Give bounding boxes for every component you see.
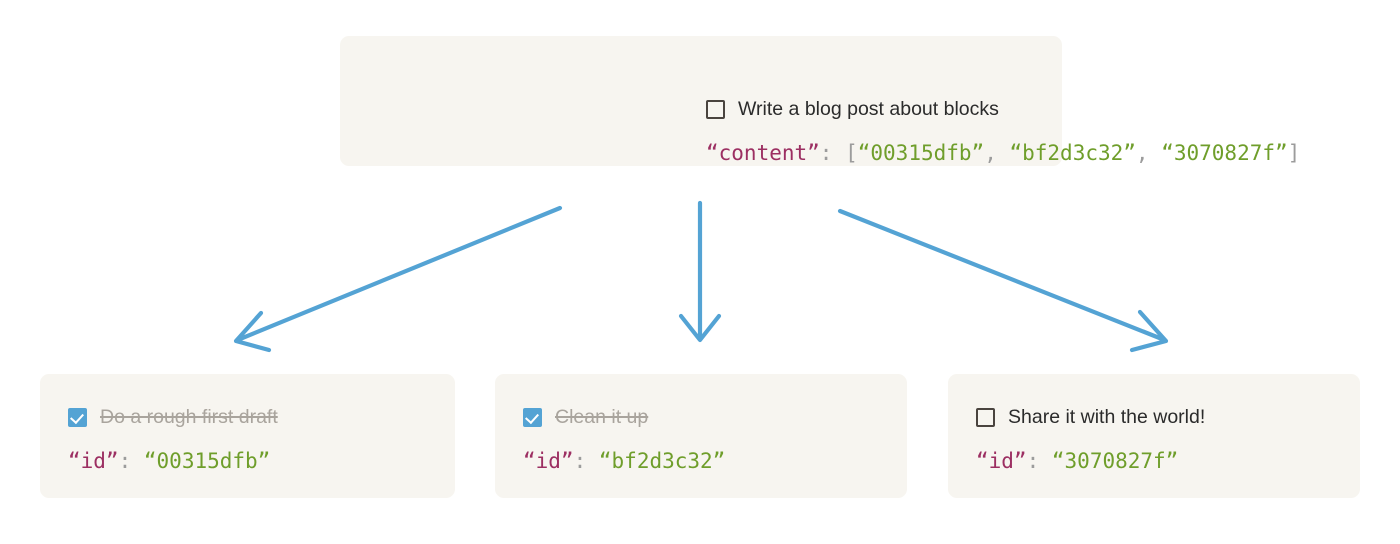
parent-block-card[interactable]: Write a blog post about blocks “content”… bbox=[340, 36, 1300, 166]
json-value-2: “3070827f” bbox=[1161, 141, 1288, 165]
checkbox-empty-icon[interactable] bbox=[976, 408, 995, 428]
parent-task-row[interactable]: Write a blog post about blocks bbox=[706, 98, 999, 120]
json-space bbox=[1039, 449, 1052, 473]
arrow-to-child-2 bbox=[678, 200, 722, 343]
json-separator-1: , bbox=[1135, 141, 1162, 165]
json-key: “id” bbox=[976, 449, 1027, 473]
child-block-card[interactable]: Share it with the world! “id”: “3070827f… bbox=[948, 374, 1360, 498]
json-separator-0: , bbox=[984, 141, 1010, 165]
json-colon: : bbox=[1026, 449, 1040, 473]
arrow-to-child-1 bbox=[233, 205, 563, 353]
checkbox-checked-icon[interactable] bbox=[523, 408, 542, 428]
json-key: “id” bbox=[68, 449, 119, 473]
child-block-card[interactable]: Do a rough first draft “id”: “00315dfb” bbox=[40, 374, 455, 498]
parent-task-label: Write a blog post about blocks bbox=[738, 98, 999, 120]
checkbox-checked-icon[interactable] bbox=[68, 408, 87, 428]
child-task-row[interactable]: Clean it up bbox=[523, 406, 649, 428]
json-value-0: “00315dfb” bbox=[857, 141, 985, 165]
child-task-row[interactable]: Share it with the world! bbox=[976, 406, 1206, 428]
child-json-line: “id”: “bf2d3c32” bbox=[523, 451, 725, 472]
json-value: “3070827f” bbox=[1051, 449, 1179, 473]
arrow-to-child-3 bbox=[837, 208, 1169, 353]
child-task-label: Share it with the world! bbox=[1008, 406, 1206, 428]
json-key: “id” bbox=[523, 449, 574, 473]
child-task-label: Clean it up bbox=[555, 406, 649, 428]
json-value: “bf2d3c32” bbox=[598, 449, 726, 473]
child-task-row[interactable]: Do a rough first draft bbox=[68, 406, 278, 428]
child-json-line: “id”: “00315dfb” bbox=[68, 451, 270, 472]
json-value: “00315dfb” bbox=[143, 449, 271, 473]
json-space bbox=[131, 449, 144, 473]
child-json-line: “id”: “3070827f” bbox=[976, 451, 1178, 472]
json-colon: : bbox=[819, 141, 833, 165]
json-value-1: “bf2d3c32” bbox=[1009, 141, 1136, 165]
json-close-bracket: ] bbox=[1287, 141, 1301, 165]
child-task-label: Do a rough first draft bbox=[100, 406, 278, 428]
json-key: “content” bbox=[706, 141, 820, 165]
json-colon: : bbox=[118, 449, 132, 473]
json-space bbox=[586, 449, 599, 473]
json-open-bracket: [ bbox=[832, 141, 858, 165]
checkbox-empty-icon[interactable] bbox=[706, 100, 725, 120]
parent-json-line: “content”: [“00315dfb”, “bf2d3c32”, “307… bbox=[706, 143, 1300, 164]
child-block-card[interactable]: Clean it up “id”: “bf2d3c32” bbox=[495, 374, 907, 498]
json-colon: : bbox=[573, 449, 587, 473]
